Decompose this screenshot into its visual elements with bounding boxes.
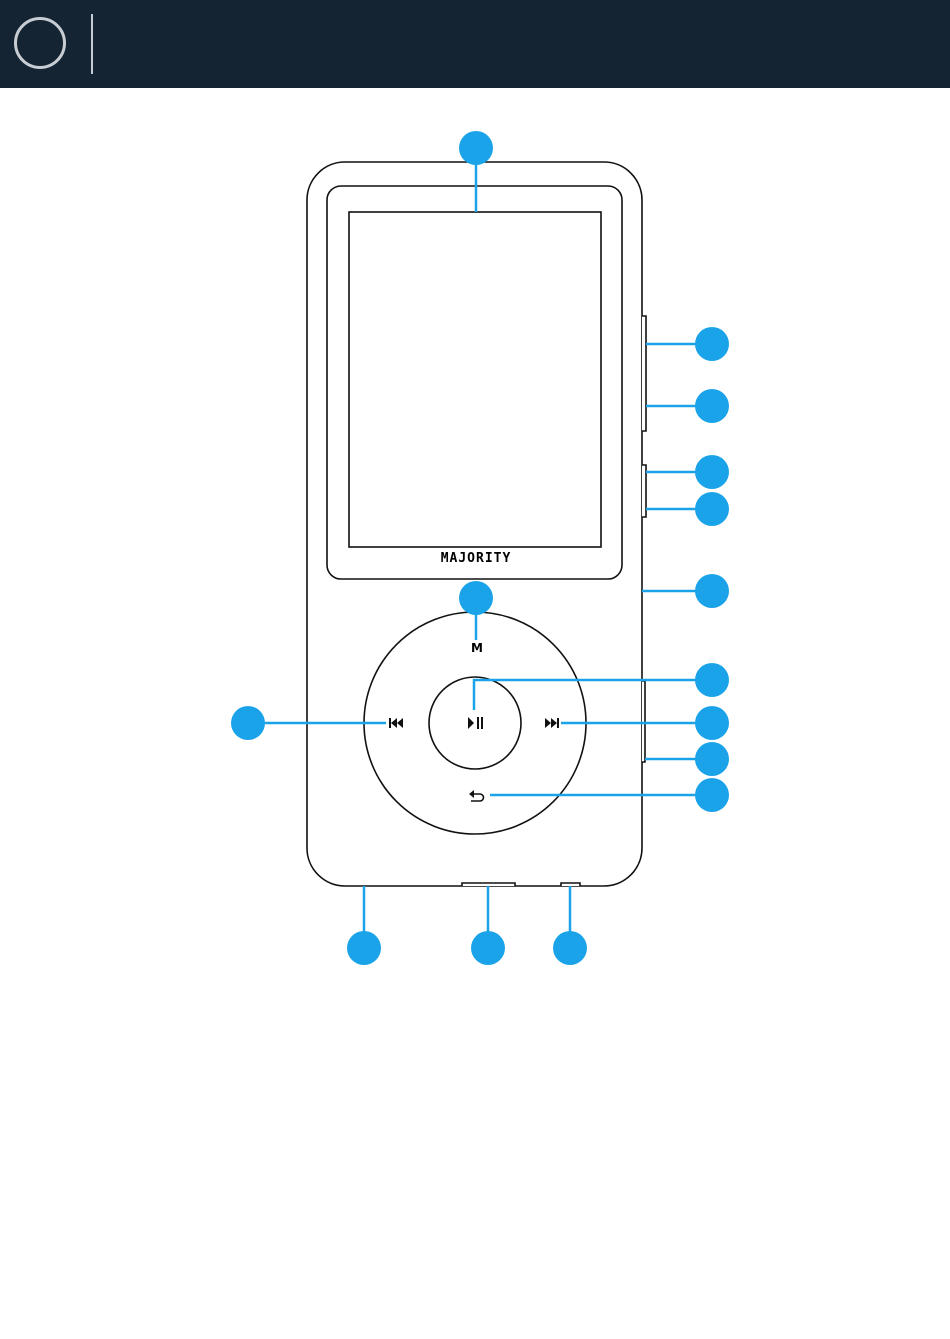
callout-marker-bottom-left	[347, 931, 381, 965]
callout-marker-previous	[231, 706, 265, 740]
callout-marker-side-edge	[695, 574, 729, 608]
menu-label: M	[471, 641, 483, 655]
brand-logo: MAJORITY	[441, 551, 512, 566]
callout-marker-side-lower-bottom	[695, 492, 729, 526]
callout-marker-menu	[459, 581, 493, 615]
callout-marker-next	[695, 706, 729, 740]
callout-marker-slider	[695, 742, 729, 776]
callout-marker-play-pause	[695, 663, 729, 697]
callout-marker-bottom-right	[553, 931, 587, 965]
side-slider	[642, 681, 645, 762]
callout-marker-side-upper-top	[695, 327, 729, 361]
side-button-lower	[642, 465, 646, 517]
callout-marker-side-lower-top	[695, 455, 729, 489]
screen	[349, 212, 601, 547]
callout-marker-bottom-center	[471, 931, 505, 965]
callout-marker-back	[695, 778, 729, 812]
callout-marker-side-upper-bottom	[695, 389, 729, 423]
side-button-upper	[642, 316, 646, 431]
callout-marker-screen	[459, 131, 493, 165]
bottom-center-port-shape	[462, 883, 515, 886]
bottom-right-port-shape	[561, 883, 580, 886]
